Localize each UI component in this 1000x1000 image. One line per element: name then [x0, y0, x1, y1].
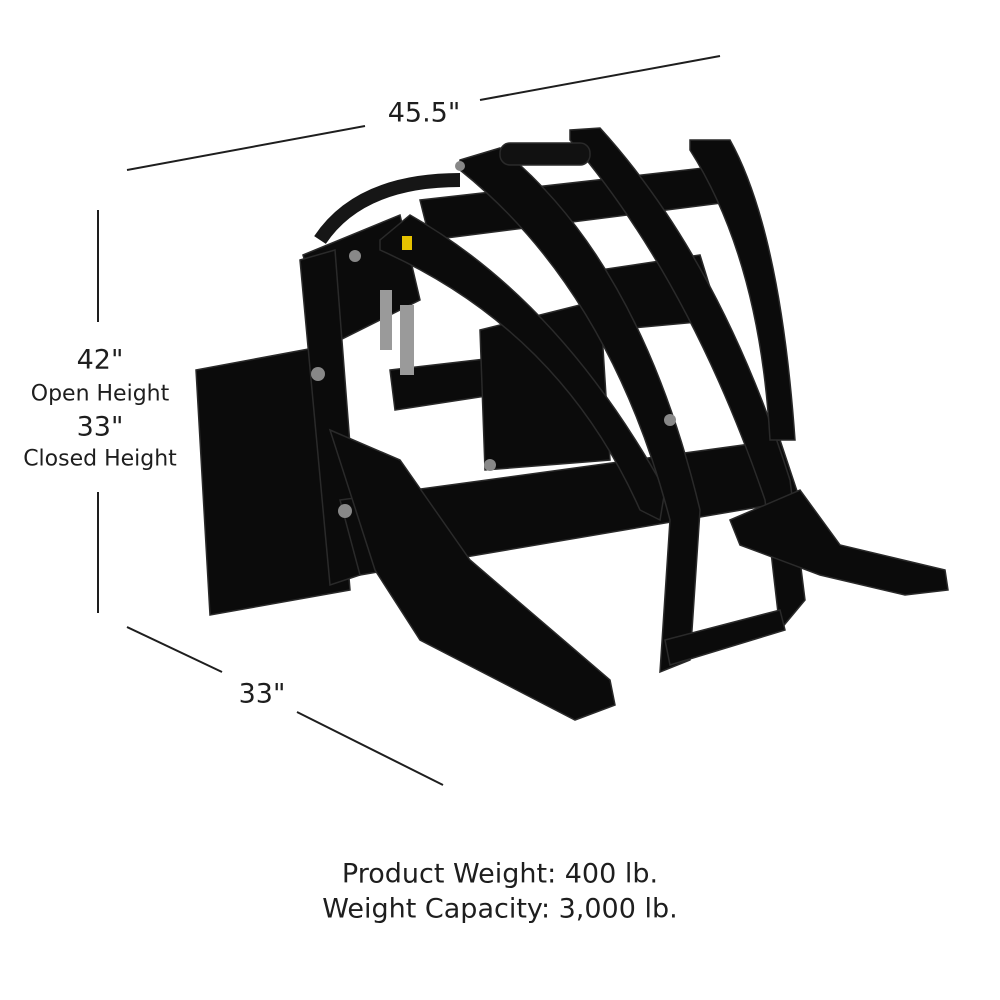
bolts — [311, 161, 676, 518]
root-grapple-attachment — [195, 127, 949, 721]
width-dimension-label: 45.5" — [387, 97, 461, 129]
depth-dimension-label: 33" — [238, 678, 286, 710]
weight-capacity: Weight Capacity: 3,000 lb. — [322, 893, 678, 925]
open-height-label: Open Height — [30, 381, 170, 407]
dimension-lines — [97, 55, 721, 786]
depth-line-right — [296, 711, 444, 786]
closed-height-value: 33" — [76, 411, 124, 443]
product-weight: Product Weight: 400 lb. — [341, 858, 659, 890]
hydraulic-couplers — [380, 236, 414, 375]
width-line-left — [126, 125, 366, 171]
width-line-right — [479, 55, 721, 101]
closed-height-label: Closed Height — [23, 446, 177, 472]
depth-line-left — [126, 626, 223, 673]
open-height-value: 42" — [76, 344, 124, 376]
